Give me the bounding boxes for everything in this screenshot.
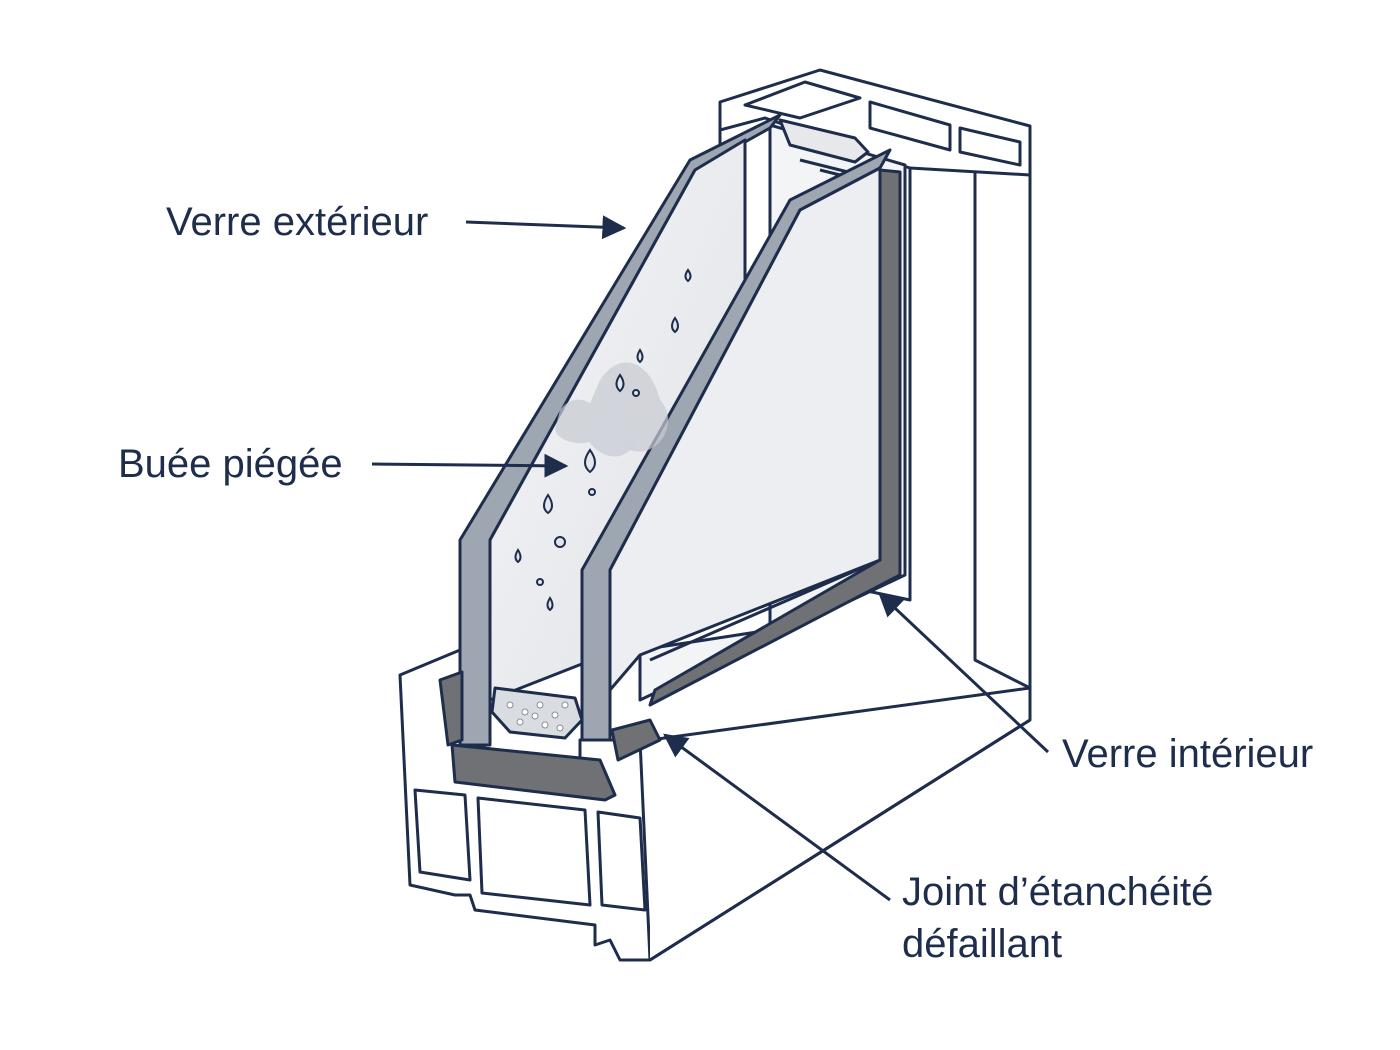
top-frame-chamber-1 — [743, 80, 862, 120]
label-failing-seal: Joint d’étanchéité défaillant — [902, 866, 1213, 970]
bottom-seal — [450, 743, 617, 802]
fog-area — [555, 362, 669, 457]
top-frame-chamber-2 — [868, 100, 952, 152]
label-trapped-fog: Buée piégée — [118, 442, 343, 486]
sill-chamber-1 — [413, 788, 472, 882]
arrow-inner-glass — [878, 592, 1050, 754]
callout-arrows — [371, 215, 1050, 902]
arrow-outer-glass — [465, 215, 627, 240]
sill-chamber-3 — [596, 810, 647, 912]
seal-gap-left — [438, 670, 464, 747]
label-failing-seal-line1: Joint d’étanchéité — [902, 870, 1214, 914]
desiccant-beads — [506, 701, 569, 732]
arrow-trapped-fog — [371, 453, 569, 478]
bottom-spacer — [490, 686, 584, 740]
top-spacer — [778, 118, 870, 164]
label-inner-glass: Verre intérieur — [1062, 732, 1314, 776]
label-outer-glass: Verre extérieur — [166, 200, 429, 244]
inner-glass-face — [608, 166, 882, 692]
water-droplets — [514, 268, 692, 612]
top-frame-chamber-3 — [958, 126, 1022, 167]
seal-gap-right — [610, 718, 662, 762]
arrow-seal — [663, 733, 891, 902]
label-failing-seal-line2: défaillant — [902, 922, 1063, 966]
sill-chamber-2 — [476, 796, 592, 907]
